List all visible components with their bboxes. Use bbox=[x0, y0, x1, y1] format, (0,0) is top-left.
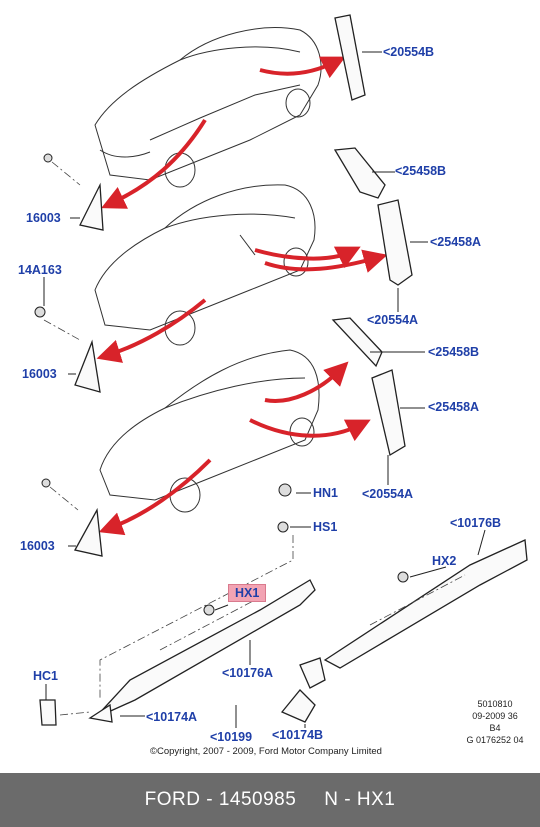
part-label-20554a: <20554A bbox=[367, 313, 419, 327]
footer-reference: N - HX1 bbox=[324, 789, 396, 810]
footer-bar: FORD - 1450985 N - HX1 bbox=[0, 773, 540, 827]
part-label-20554b: <20554B bbox=[383, 45, 435, 59]
part-label-hs1: HS1 bbox=[313, 520, 338, 534]
meta-line: 5010810 bbox=[477, 699, 513, 709]
part-label-16003: 16003 bbox=[22, 367, 57, 381]
trim-parts bbox=[39, 14, 528, 726]
meta-line: 09-2009 36 bbox=[472, 711, 518, 721]
part-label-10176b: <10176B bbox=[450, 516, 502, 530]
copyright-text: ©Copyright, 2007 - 2009, Ford Motor Comp… bbox=[150, 746, 382, 757]
part-label-10174a: <10174A bbox=[146, 710, 198, 724]
part-label-25458a: <25458A bbox=[428, 400, 480, 414]
part-label-14a163: 14A163 bbox=[18, 263, 62, 277]
part-label-hc1: HC1 bbox=[33, 669, 59, 683]
footer-part-number: FORD - 1450985 bbox=[144, 789, 297, 810]
part-label-16003: 16003 bbox=[20, 539, 55, 553]
meta-line: G 0176252 04 bbox=[466, 735, 524, 745]
part-label-25458a: <25458A bbox=[430, 235, 482, 249]
part-label-16003: 16003 bbox=[26, 211, 61, 225]
parts-diagram: <20554B <25458B <25458A <20554A <25458B … bbox=[18, 14, 535, 757]
red-arrows bbox=[96, 56, 388, 536]
car-hatchback-drawing bbox=[94, 184, 316, 346]
part-label-10199: <10199 bbox=[210, 730, 253, 744]
dash-dot-lines bbox=[43, 161, 466, 716]
leader-lines bbox=[43, 51, 486, 728]
part-label-hx2: HX2 bbox=[432, 554, 457, 568]
part-label-hn1: HN1 bbox=[313, 486, 339, 500]
drawing-meta: 5010810 09-2009 36 B4 G 0176252 04 bbox=[455, 698, 535, 746]
part-label-10176a: <10176A bbox=[222, 666, 274, 680]
part-label-25458b: <25458B bbox=[428, 345, 480, 359]
car-sedan-drawing bbox=[94, 27, 322, 188]
meta-line: B4 bbox=[489, 723, 501, 733]
part-label-25458b: <25458B bbox=[395, 164, 447, 178]
part-label-hx1-highlighted: HX1 bbox=[228, 584, 267, 602]
part-label-10174b: <10174B bbox=[272, 728, 324, 742]
part-label-20554a: <20554A bbox=[362, 487, 414, 501]
diagram-artwork bbox=[34, 14, 528, 728]
clips bbox=[34, 153, 409, 616]
